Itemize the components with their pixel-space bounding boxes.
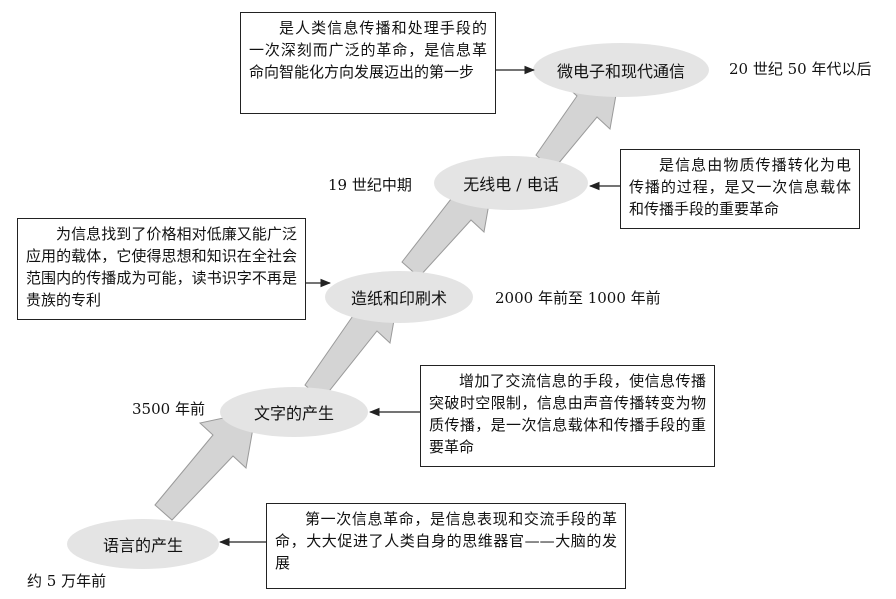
ellipse-writing [220,387,368,437]
stage-ellipses [67,43,709,569]
stage-label-speech: 语言的产生 [102,536,183,555]
note-speech: 第一次信息革命，是信息表现和交流手段的革命，大大促进了人类自身的思维器官——大脑… [266,503,626,589]
note-micro: 是人类信息传播和处理手段的一次深刻而广泛的革命，是信息革命向智能化方向发展迈出的… [240,12,496,114]
date-printing: 2000 年前至 1000 年前 [495,289,661,307]
block-arrow-4 [535,71,621,171]
connectors [218,65,620,547]
note-writing: 增加了交流信息的手段，使信息传播突破时空限制，信息由声音传播转变为物质传播，是一… [420,365,715,467]
block-arrow-1 [154,410,257,521]
ellipse-radio [434,156,588,210]
stage-label-writing: 文字的产生 [253,404,334,423]
stage-label-radio: 无线电 / 电话 [463,175,559,194]
stage-label-printing: 造纸和印刷术 [350,289,447,308]
ellipse-micro [533,43,709,97]
date-writing: 3500 年前 [132,400,205,418]
note-printing: 为信息找到了价格相对低廉又能广泛应用的载体，它使得思想和知识在全社会范围内的传播… [17,218,306,320]
ellipse-printing [325,271,473,323]
ellipse-speech [67,519,219,569]
stage-label-micro: 微电子和现代通信 [556,62,685,81]
note-radio: 是信息由物质传播转化为电传播的过程，是又一次信息载体和传播手段的重要革命 [620,149,860,229]
date-micro: 20 世纪 50 年代以后 [729,60,872,78]
date-speech: 约 5 万年前 [27,572,107,590]
date-radio: 19 世纪中期 [328,176,412,194]
